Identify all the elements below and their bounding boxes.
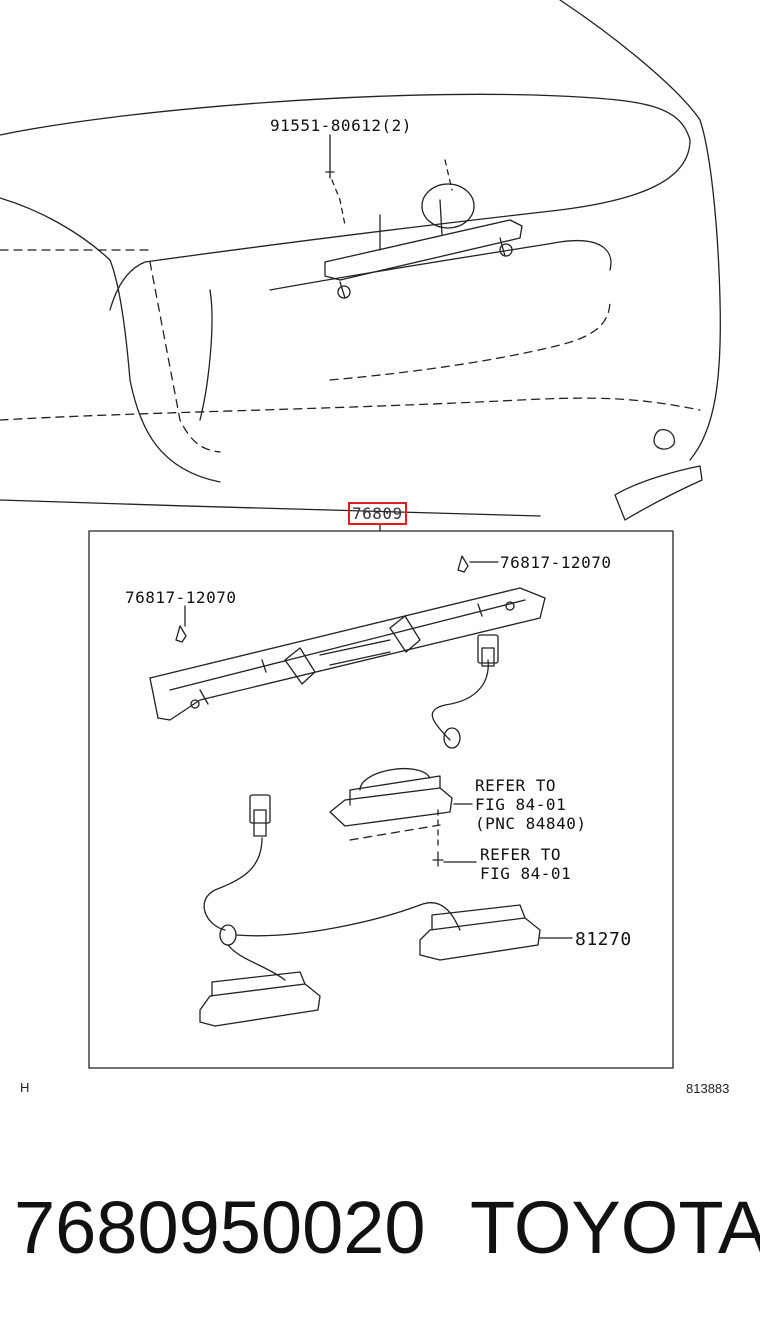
switch-drawing — [199, 794, 541, 1027]
callout-lamp-reference: REFER TO FIG 84-01 (PNC 84840) — [475, 776, 587, 833]
footer-left-code: H — [20, 1080, 30, 1095]
callout-screw-reference: REFER TO FIG 84-01 — [480, 845, 572, 883]
leader-lines — [184, 134, 573, 939]
vehicle-rear-outline — [0, 0, 721, 521]
callout-nut-right: 76817-12070 — [500, 553, 612, 572]
callout-assembly-highlighted[interactable]: 76809 — [348, 502, 407, 525]
brand-caption: TOYOTA — [470, 1186, 760, 1269]
callout-switch: 81270 — [575, 929, 632, 950]
footer-right-code: 813883 — [686, 1081, 730, 1096]
callout-bolt: 91551-80612(2) — [270, 116, 412, 135]
callout-nut-left: 76817-12070 — [125, 588, 237, 607]
bracket-drawing — [149, 555, 546, 721]
lamp-drawing — [329, 634, 499, 867]
part-number-caption: 7680950020 — [14, 1186, 426, 1269]
assembly-frame — [88, 530, 674, 1069]
